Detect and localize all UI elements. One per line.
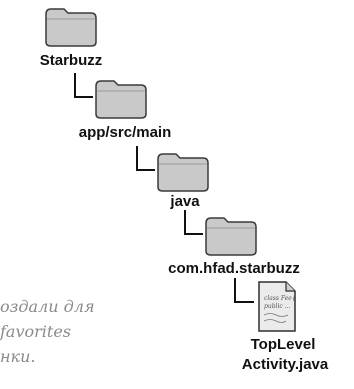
folder-label-java: java	[170, 193, 200, 210]
annotation-line2: favorites	[0, 322, 72, 341]
file-label-line1: TopLevel	[250, 336, 316, 353]
folder-icon	[44, 4, 98, 48]
connector-java-to-package	[184, 210, 203, 235]
folder-icon	[156, 149, 210, 193]
folder-label-com-hfad-starbuzz: com.hfad.starbuzz	[168, 260, 300, 277]
file-scribble-line2: public ...	[264, 303, 290, 310]
annotation-line1: оздали для	[0, 297, 95, 316]
java-file-icon: class Fee{ public ...	[256, 280, 298, 334]
connector-src-to-java	[136, 146, 155, 171]
folder-label-app-src-main: app/src/main	[78, 124, 172, 141]
connector-package-to-file	[234, 278, 254, 303]
file-label-line2: Activity.java	[241, 356, 329, 373]
folder-label-starbuzz: Starbuzz	[39, 52, 103, 69]
file-scribble-line1: class Fee{	[264, 295, 296, 302]
folder-icon	[204, 213, 258, 257]
folder-icon	[94, 76, 148, 120]
connector-starbuzz-to-src	[74, 73, 93, 98]
annotation-line3: нки.	[0, 347, 36, 366]
